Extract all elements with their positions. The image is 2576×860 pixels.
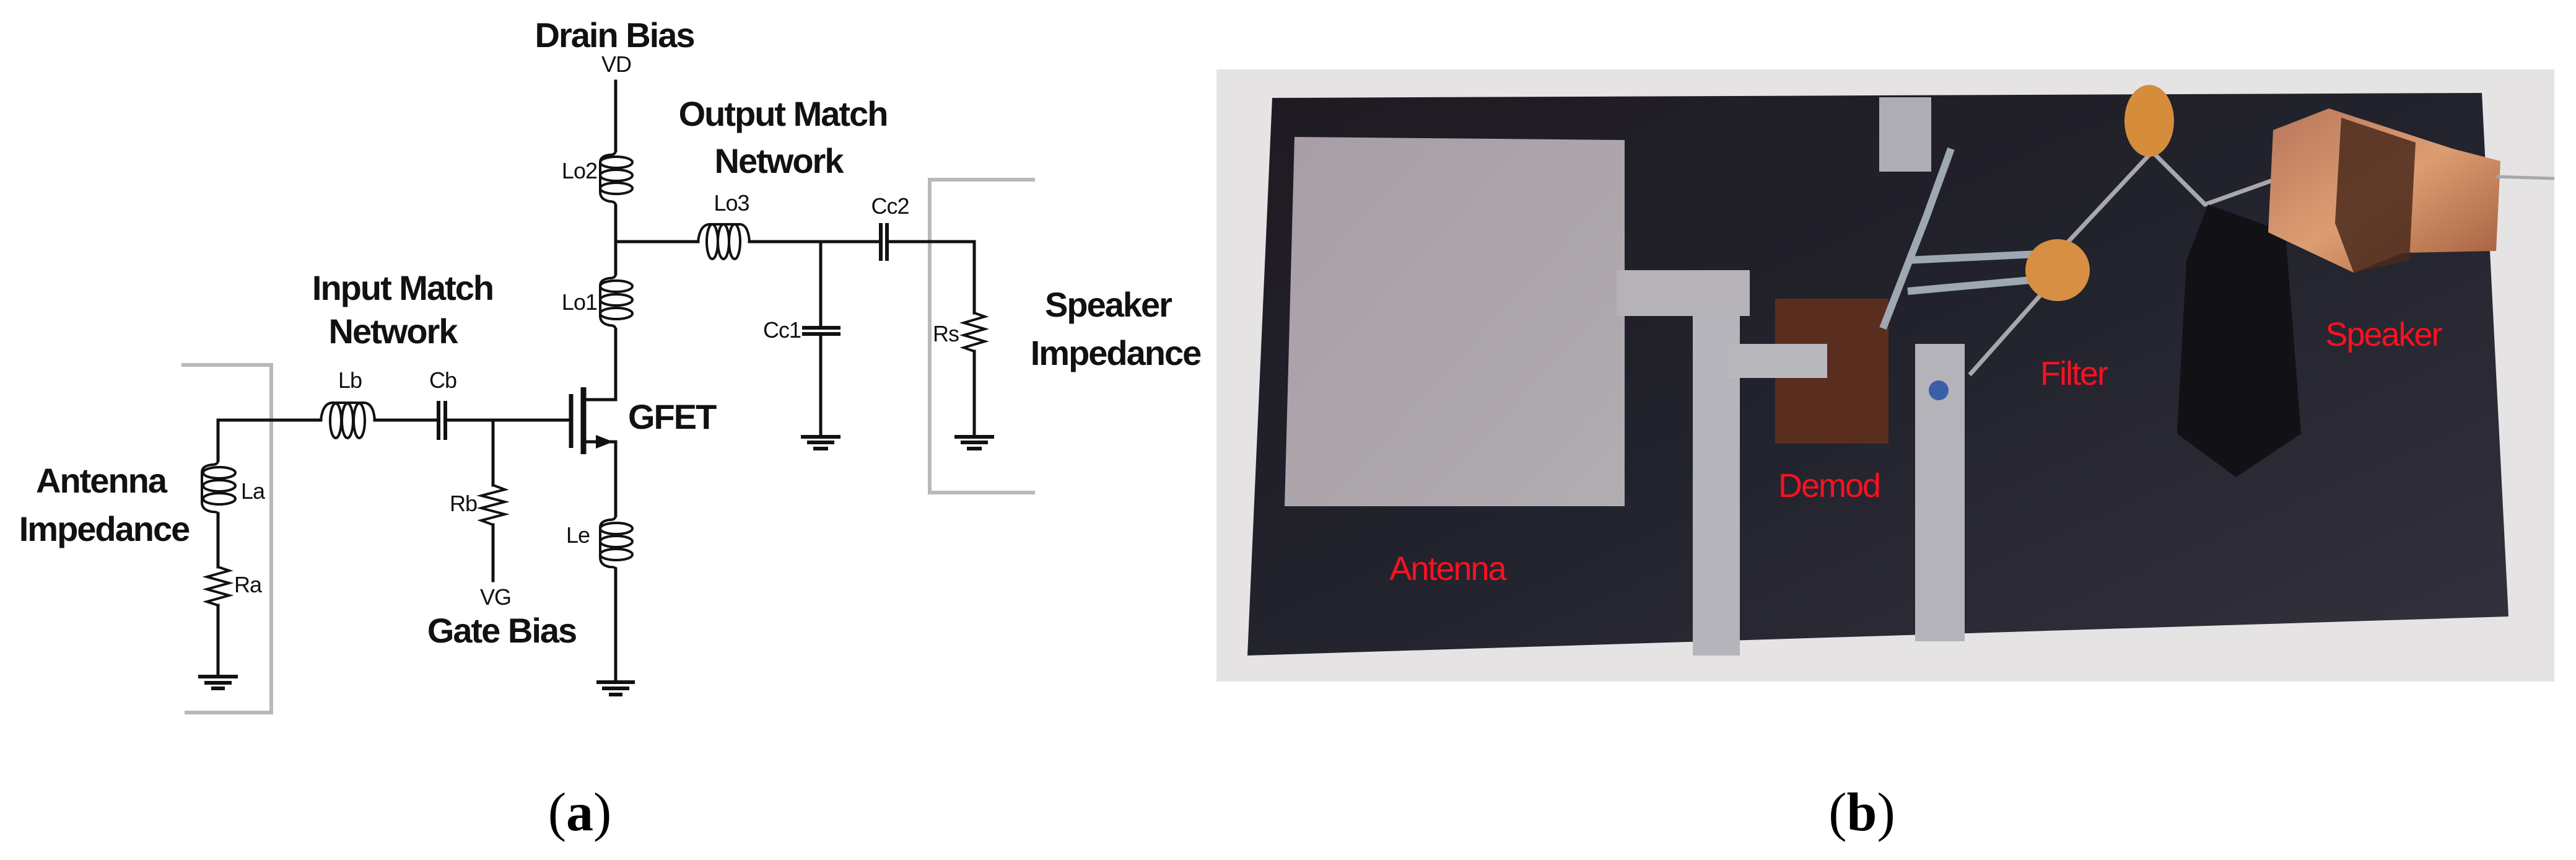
photo-label-demod: Demod [1778,467,1880,504]
gate-bias-label: Gate Bias [427,611,576,650]
speaker-dark-membrane [2335,118,2416,273]
prototype-photo: Antenna Demod Filter Speaker (b) [1216,69,2555,843]
panel-b-caption: (b) [1828,783,1895,843]
ra-label: Ra [234,572,263,597]
gfet-transistor [569,387,618,517]
cc2-label: Cc2 [871,193,909,219]
speaker-body [2177,204,2301,477]
output-match-label-line2: Network [715,141,845,180]
antenna-impedance-bracket [181,363,273,714]
capacitor-leads [1968,147,2293,377]
circuit-schematic: Drain Bias VD Output Match Network Input… [19,15,1202,843]
filter-capacitor-2 [2025,239,2090,301]
cc2-to-rs-wire [885,240,976,315]
lb-label: Lb [338,367,362,393]
rs-label: Rs [933,321,959,346]
vd-label: VD [601,51,631,77]
inductor-lo3 [697,223,751,260]
blue-component [1929,380,1949,400]
antenna-impedance-label-line1: Antenna [36,461,168,500]
inductor-lb [320,401,376,439]
le-label: Le [566,522,590,548]
photo-label-filter: Filter [2040,355,2108,392]
speaker-impedance-bracket [928,178,1035,494]
inductor-la [201,460,237,514]
resistor-rs [959,312,990,353]
demod-trace [1728,344,1827,378]
lo2-label: Lo2 [562,158,597,183]
antenna-pad [1285,137,1625,506]
resistor-rb [476,484,510,526]
ground-icon [801,435,840,450]
speaker-wire [2495,175,2555,180]
photo-label-antenna: Antenna [1389,550,1507,587]
speaker-impedance-label-line2: Impedance [1031,333,1201,372]
antenna-input-wire [216,418,323,462]
filter-capacitor-1 [2124,85,2174,157]
panel-a-caption: (a) [548,783,612,843]
antenna-impedance-label-line2: Impedance [19,509,190,548]
speaker-impedance-label-line1: Speaker [1045,285,1172,324]
input-match-label-line1: Input Match [312,268,493,307]
inductor-le [599,515,634,569]
cb-label: Cb [429,367,456,393]
gfet-label: GFET [628,397,717,436]
ground-trace-top [1879,97,1931,172]
ground-icon [954,435,994,450]
output-match-label-line1: Output Match [679,94,888,133]
ground-icon [596,680,635,696]
resistor-ra [202,566,234,607]
photo-label-speaker: Speaker [2325,316,2442,353]
lo1-label: Lo1 [562,289,597,315]
rb-label: Rb [450,491,477,516]
inductor-lo1 [599,273,634,330]
cc1-label: Cc1 [763,317,801,343]
vg-label: VG [480,584,511,610]
lo3-label: Lo3 [714,190,749,216]
diode-leads [1879,147,2045,330]
inductor-lo2 [599,150,634,206]
drain-bias-label: Drain Bias [535,15,694,55]
antenna-feed-trace [1617,270,1750,316]
ground-icon [198,675,238,690]
input-match-label-line2: Network [329,312,459,351]
la-label: La [241,478,266,504]
